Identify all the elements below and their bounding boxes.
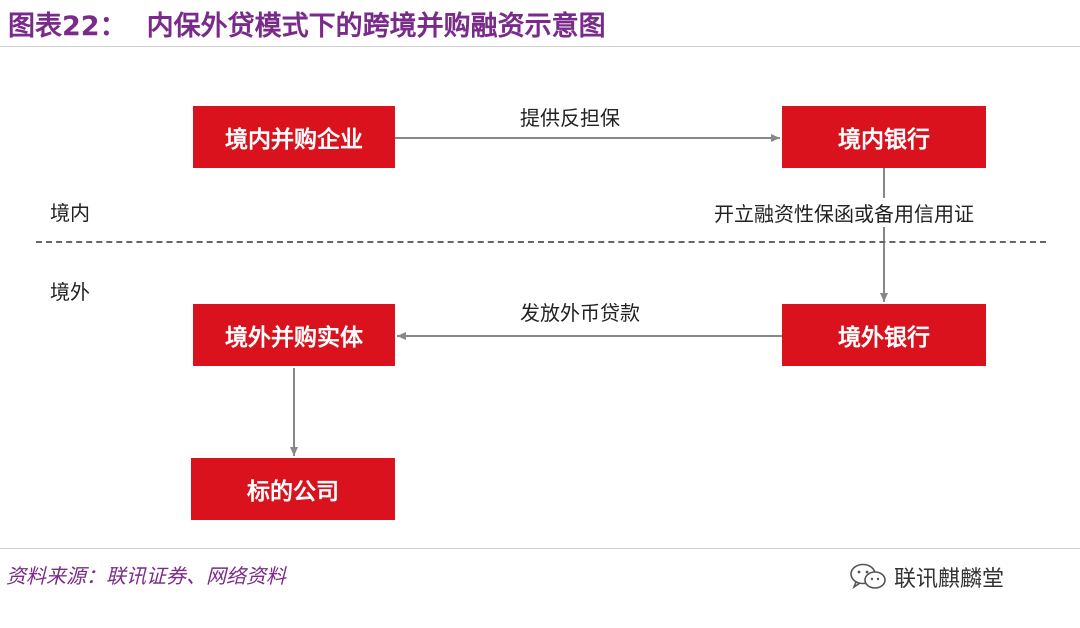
node-overseas-bank: 境外银行 bbox=[782, 304, 986, 366]
page-title: 图表22： 内保外贷模式下的跨境并购融资示意图 bbox=[8, 4, 606, 43]
source-note: 资料来源：联讯证券、网络资料 bbox=[6, 564, 286, 588]
border-divider bbox=[36, 241, 1046, 243]
figure-label: 图表22： bbox=[8, 11, 127, 42]
watermark: 联讯麒麟堂 bbox=[848, 561, 1004, 593]
footer-rule bbox=[0, 548, 1080, 549]
region-label-overseas: 境外 bbox=[50, 280, 90, 304]
node-overseas-entity: 境外并购实体 bbox=[193, 304, 395, 366]
watermark-text: 联讯麒麟堂 bbox=[894, 567, 1005, 592]
node-domestic-bank: 境内银行 bbox=[782, 106, 986, 168]
edge-label-issue-guarantee: 开立融资性保函或备用信用证 bbox=[712, 198, 976, 227]
wechat-icon bbox=[848, 562, 888, 592]
node-domestic-acquirer: 境内并购企业 bbox=[193, 106, 395, 168]
region-label-domestic: 境内 bbox=[50, 201, 90, 225]
figure-title: 内保外贷模式下的跨境并购融资示意图 bbox=[146, 11, 606, 42]
title-rule bbox=[0, 46, 1080, 47]
node-target-company: 标的公司 bbox=[191, 458, 395, 520]
edge-label-foreign-loan: 发放外币贷款 bbox=[520, 301, 640, 325]
edge-label-counter-guarantee: 提供反担保 bbox=[520, 106, 620, 130]
